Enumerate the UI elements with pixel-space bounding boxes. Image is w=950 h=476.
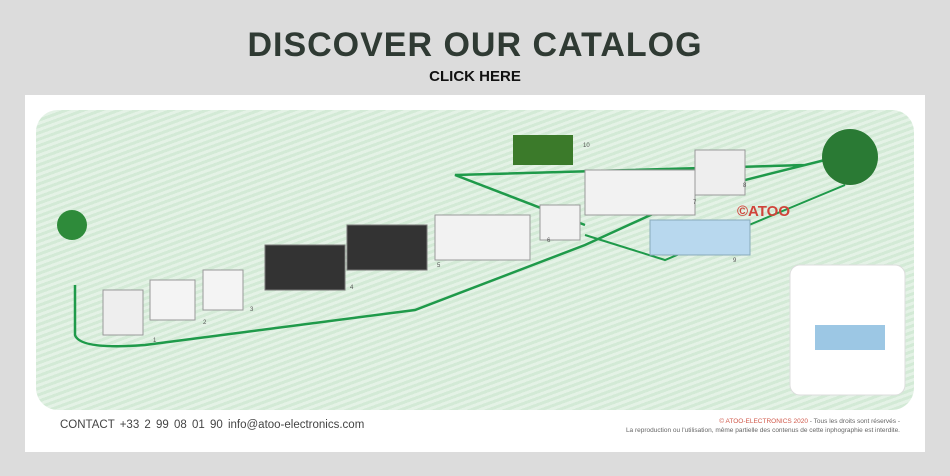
disclaimer: La reproduction ou l'utilisation, même p…	[625, 427, 900, 434]
workstation-table	[815, 325, 885, 350]
station-number: 7	[693, 200, 697, 206]
copyright-brand: © ATOO-ELECTRONICS 2020	[719, 418, 808, 425]
flow-line-lower	[584, 184, 846, 262]
catalog-infographic[interactable]: ©ATOO 1 2 3 4 5 6 7 8 9 10 CONTACT +33 2…	[25, 95, 925, 452]
machine-8	[694, 149, 746, 196]
production-line-illustration	[57, 129, 906, 396]
workstations	[649, 219, 751, 256]
station-number: 4	[350, 285, 354, 291]
station-number: 1	[153, 338, 157, 344]
station-number: 3	[250, 307, 254, 313]
station-number: 10	[583, 143, 590, 149]
machine-6	[539, 204, 581, 241]
station-number: 6	[547, 238, 551, 244]
click-here-link[interactable]: CLICK HERE	[429, 68, 521, 85]
copyright-text: - Tous les droits sont réservés -	[808, 418, 900, 425]
reflow-oven	[434, 214, 531, 261]
station-number: 9	[733, 258, 737, 264]
atoo-logo: ©ATOO	[737, 203, 790, 220]
station-number: 2	[203, 320, 207, 326]
pcb-board-icon	[57, 210, 87, 240]
camera-image	[513, 135, 573, 165]
station-number: 8	[743, 183, 747, 189]
legal-notice: © ATOO-ELECTRONICS 2020 - Tous les droit…	[626, 417, 900, 435]
page-title: DISCOVER OUR CATALOG	[247, 26, 703, 64]
machine-2	[149, 279, 196, 321]
machine-4	[264, 244, 346, 291]
wave-solder	[584, 169, 696, 216]
contact-info: CONTACT +33 2 99 08 01 90 info@atoo-elec…	[60, 419, 365, 431]
station-number: 5	[437, 263, 441, 269]
output-pcb-icon	[822, 129, 878, 185]
machine-1	[102, 289, 144, 336]
machine-3	[202, 269, 244, 311]
machine-5	[346, 224, 428, 271]
